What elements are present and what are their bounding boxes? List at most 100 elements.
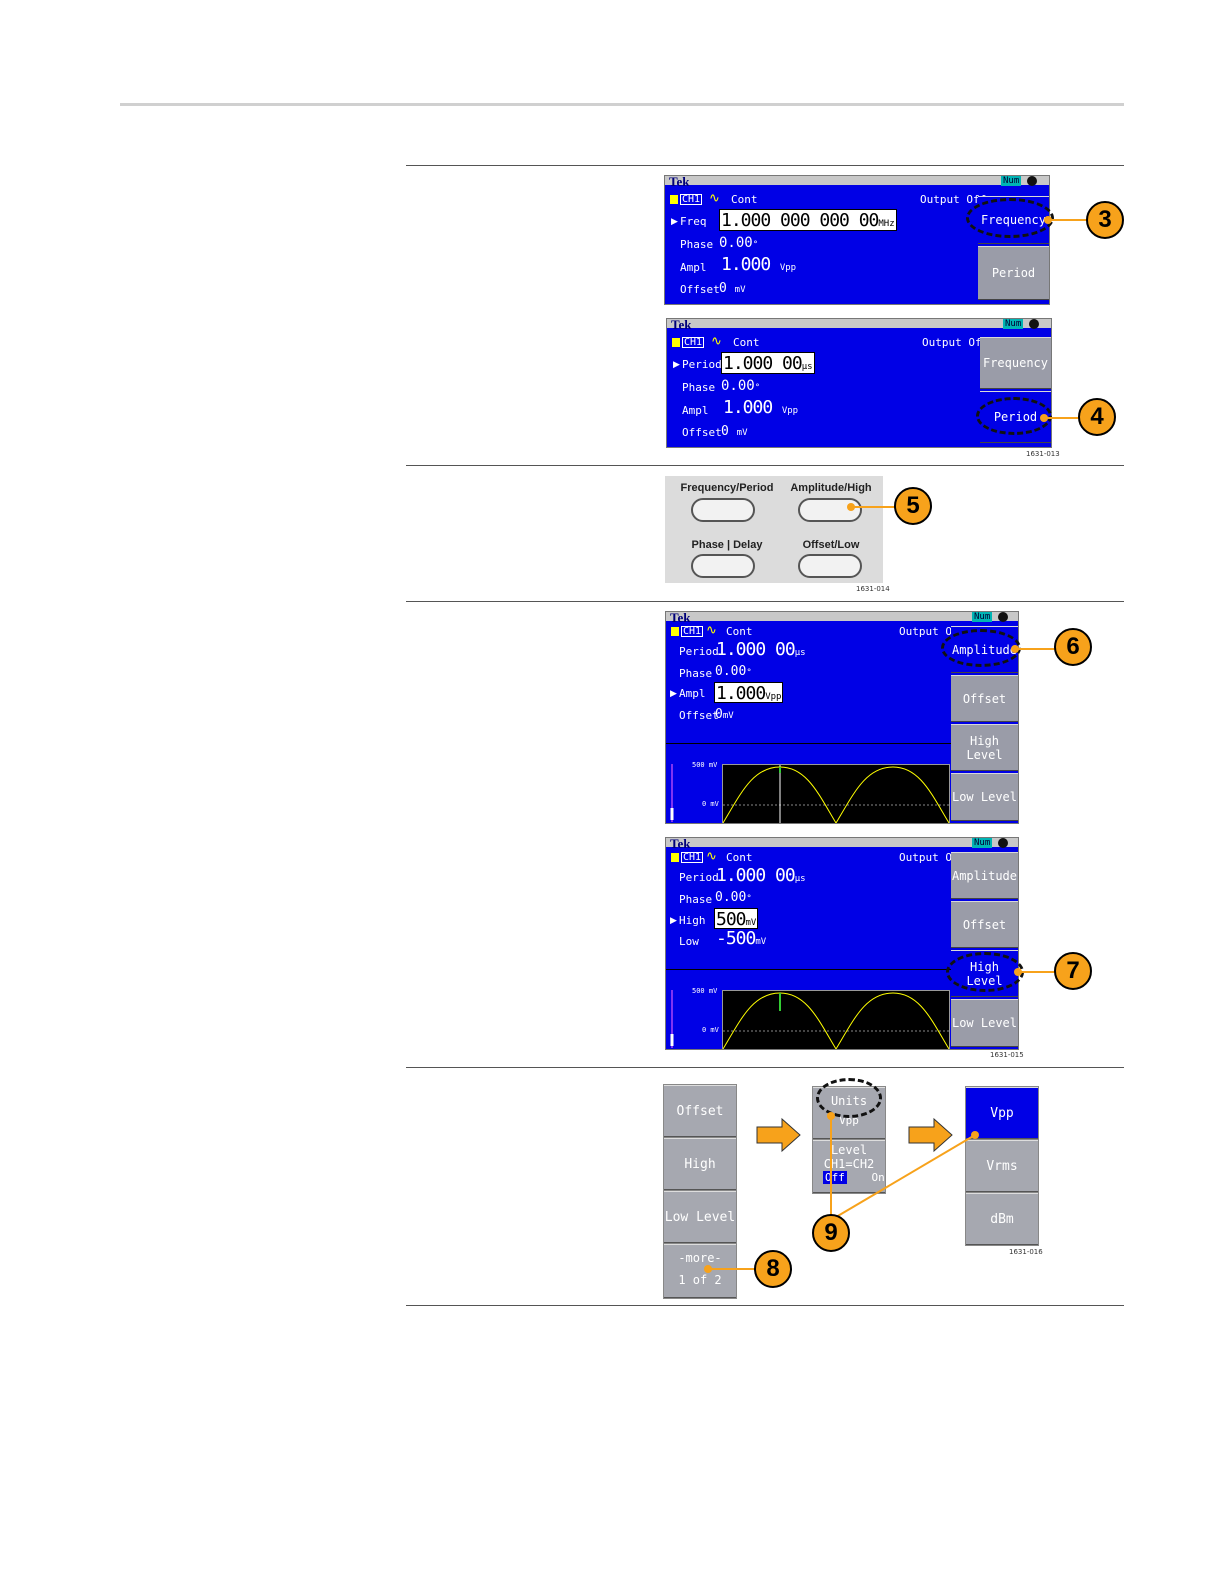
callout-leader (1044, 417, 1080, 419)
run-mode: Cont (731, 193, 758, 206)
param-label-freq: Freq (680, 215, 707, 228)
table-rule (406, 165, 1124, 166)
phase-value: 0.00° (715, 890, 752, 905)
screen-title-bar (667, 319, 1051, 328)
param-label-ampl: Ampl (680, 261, 707, 274)
param-label-phase: Phase (682, 381, 716, 394)
tek-logo: Tek (670, 611, 691, 625)
selected-row-arrow-icon: ▶ (671, 216, 678, 226)
param-label-ampl: Ampl (679, 687, 706, 700)
softkey-vpp[interactable]: Vpp (966, 1087, 1038, 1139)
figure-id: 1631-016 (1009, 1248, 1043, 1256)
waveform-graph (722, 764, 950, 823)
param-label-offset: Offset (682, 426, 722, 439)
callout-7: 7 (1054, 952, 1092, 990)
figure-id: 1631-013 (1026, 450, 1060, 458)
phase-delay-button[interactable] (691, 554, 755, 578)
phase-value: 0.00° (715, 664, 752, 679)
highlight-ellipse (966, 198, 1054, 238)
param-label-ampl: Ampl (682, 404, 709, 417)
output-state: Output Off (899, 851, 966, 864)
bezel-menu-right: Vpp Vrms dBm (965, 1086, 1039, 1246)
softkey-high-level[interactable]: High Level (664, 1138, 736, 1224)
generator-screen-frequency: Tek Num CH1 ∿ Cont Output Off ▶ Freq 1.0… (664, 175, 1050, 305)
marker-icon (670, 764, 674, 822)
button-label-frequency-period: Frequency/Period (680, 482, 774, 494)
figure-id: 1631-015 (990, 1051, 1024, 1059)
softkey-offset[interactable]: Offset (664, 1085, 736, 1137)
offset-low-button[interactable] (798, 554, 862, 578)
off-option: Off (823, 1171, 847, 1184)
arrow-right-icon (756, 1117, 801, 1153)
num-indicator: Num (1001, 176, 1022, 186)
graph-divider (666, 969, 951, 970)
callout-9: 9 (812, 1214, 850, 1252)
softkey-offset[interactable]: Offset (951, 901, 1018, 948)
softkey-offset[interactable]: Offset (951, 675, 1018, 722)
param-label-period: Period (679, 871, 719, 884)
arrow-right-icon (908, 1117, 953, 1153)
callout-dot (704, 1265, 712, 1273)
channel-indicator: CH1 (671, 626, 704, 637)
sine-wave-icon: ∿ (706, 849, 717, 864)
softkey-low-level[interactable]: Low Level (951, 999, 1018, 1047)
softkey-dbm[interactable]: dBm (966, 1193, 1038, 1245)
offset-value: 0mV (715, 707, 734, 722)
tek-logo: Tek (669, 175, 690, 189)
sine-wave-icon: ∿ (706, 623, 717, 638)
screen-title-bar (666, 612, 1018, 621)
callout-leaders (827, 1112, 979, 1221)
callout-leader (851, 506, 895, 508)
softkey-vrms[interactable]: Vrms (966, 1140, 1038, 1192)
callout-leader (708, 1268, 756, 1270)
offset-value: 0 mV (719, 281, 746, 296)
period-value-field[interactable]: 1.000 00µs (721, 352, 815, 374)
frequency-period-button[interactable] (691, 498, 755, 522)
callout-8: 8 (754, 1250, 792, 1288)
knob-icon (1027, 176, 1037, 186)
selected-row-arrow-icon: ▶ (670, 915, 677, 925)
freq-value-field[interactable]: 1.000 000 000 00MHz (719, 209, 897, 231)
table-rule (406, 1305, 1124, 1306)
high-value-field[interactable]: 500mV (714, 908, 759, 930)
softkey-more[interactable]: -more- 1 of 2 (664, 1244, 736, 1298)
softkey-amplitude[interactable]: Amplitude (951, 852, 1018, 899)
callout-6: 6 (1054, 628, 1092, 666)
front-panel: Frequency/Period Amplitude/High Phase | … (665, 476, 883, 583)
channel-indicator: CH1 (670, 194, 703, 205)
softkey-level-ch1-ch2[interactable]: Level CH1=CH2 Off On (813, 1140, 885, 1193)
softkey-high-level[interactable]: High Level (951, 724, 1018, 771)
num-indicator: Num (972, 612, 993, 622)
level-sub: CH1=CH2 (823, 1157, 875, 1171)
callout-dot (847, 503, 855, 511)
output-state: Output Off (899, 625, 966, 638)
highlight-ellipse (941, 629, 1021, 667)
tek-logo: Tek (670, 837, 691, 851)
softkey-frequency[interactable]: Frequency (980, 337, 1051, 389)
softkey-period[interactable]: Period (978, 246, 1049, 300)
callout-4: 4 (1078, 398, 1116, 436)
table-rule (406, 465, 1124, 466)
softkey-low-level[interactable]: Low Level (664, 1191, 736, 1243)
knob-icon (1029, 319, 1039, 329)
num-indicator: Num (1003, 319, 1024, 329)
run-mode: Cont (726, 625, 753, 638)
highlight-ellipse (816, 1078, 882, 1118)
param-label-low: Low (679, 935, 699, 948)
softkey-low-level[interactable]: Low Level (951, 773, 1018, 821)
param-label-phase: Phase (679, 893, 713, 906)
sine-wave-icon: ∿ (709, 191, 720, 206)
graph-zero-label: 0 mV (702, 1026, 719, 1034)
param-label-period: Period (682, 358, 722, 371)
waveform-graph (722, 990, 950, 1049)
channel-indicator: CH1 (671, 852, 704, 863)
param-label-offset: Offset (679, 709, 719, 722)
callout-dot (1014, 968, 1022, 976)
param-label-phase: Phase (680, 238, 714, 251)
param-label-period: Period (679, 645, 719, 658)
period-value: 1.000 00µs (716, 639, 806, 660)
phase-value: 0.00° (719, 235, 759, 251)
generator-screen-high-level: Tek Num CH1 ∿ Cont Output Off Period 1.0… (665, 837, 1019, 1050)
ampl-value-field[interactable]: 1.000Vpp (714, 682, 784, 704)
button-label-phase-delay: Phase | Delay (691, 539, 763, 551)
